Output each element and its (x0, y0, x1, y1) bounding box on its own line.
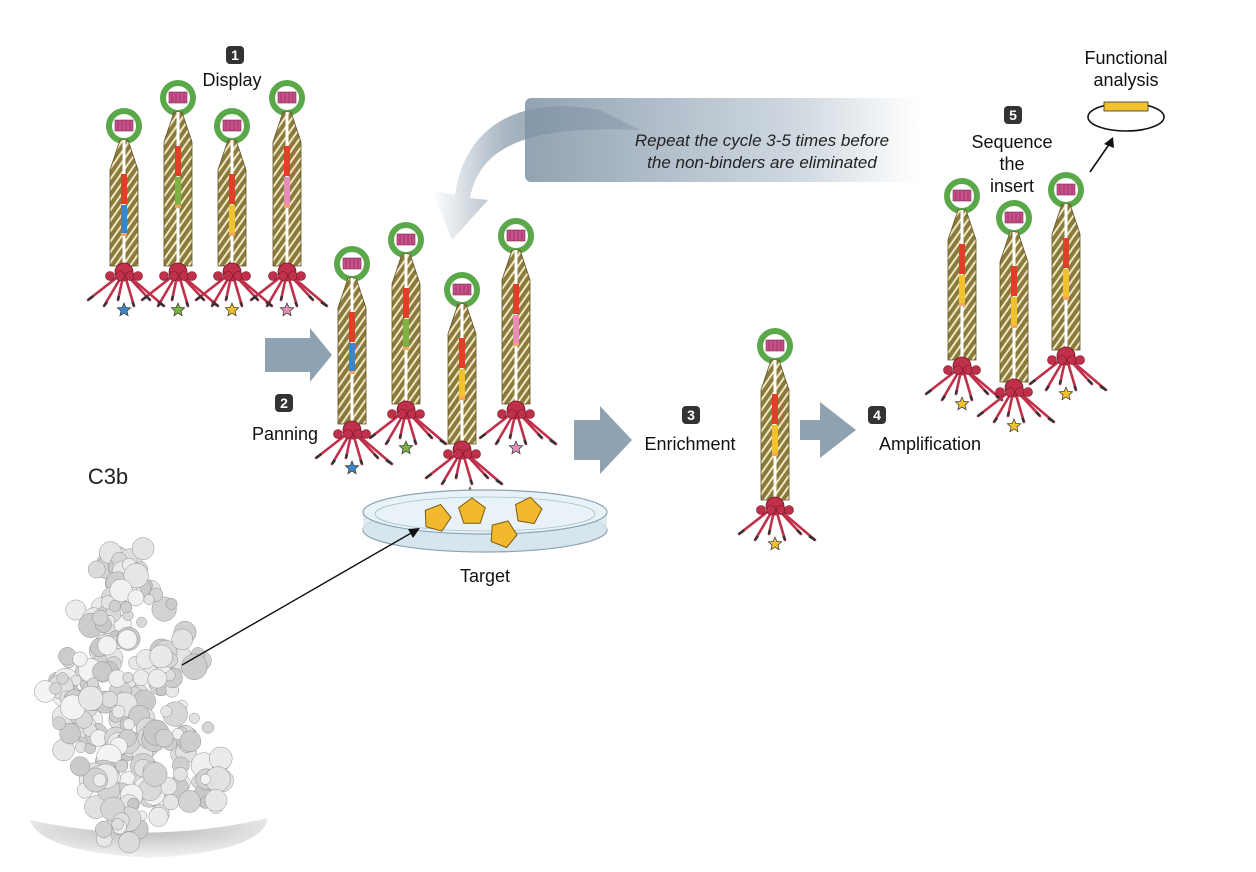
target-label: Target (460, 566, 510, 586)
repeat-cycle-arrow (432, 98, 920, 240)
step-5-label-line3: insert (990, 176, 1034, 196)
target-molecule (515, 496, 543, 525)
phage (1028, 172, 1108, 401)
phage (368, 222, 448, 455)
target-molecule (424, 503, 452, 532)
step-badge (275, 394, 293, 412)
phage (314, 246, 394, 475)
step-1-label: Display (202, 70, 261, 90)
phage-particles (86, 80, 1108, 551)
phage (976, 200, 1056, 433)
phage (249, 80, 329, 317)
arrow-to-functional (1089, 137, 1114, 173)
target-molecule (490, 520, 518, 549)
target-molecule (458, 497, 486, 524)
step-3-label: Enrichment (644, 434, 735, 454)
step-4-label: Amplification (879, 434, 981, 454)
arrow-enrichment-to-amplification (800, 402, 856, 458)
arrow-c3b-to-target (181, 528, 420, 666)
phage (924, 178, 1004, 411)
step-badge (1004, 106, 1022, 124)
step-badge (682, 406, 700, 424)
phage (424, 272, 504, 486)
protein-label: C3b (88, 464, 128, 489)
arrow-panning-to-enrichment (574, 406, 632, 474)
phage (478, 218, 558, 455)
step-2-number: 2 (280, 395, 288, 411)
step-5-label-line2: the (999, 154, 1024, 174)
step-4-number: 4 (873, 407, 881, 423)
step-5: 5 Sequence the insert (971, 106, 1053, 196)
step-badge (868, 406, 886, 424)
step-5-label-line1: Sequence (971, 132, 1052, 152)
repeat-note-line2: the non-binders are eliminated (647, 153, 877, 172)
functional-line2: analysis (1093, 70, 1158, 90)
step-4: 4 Amplification (868, 406, 981, 454)
step-3-number: 3 (687, 407, 695, 423)
flow-arrows (265, 328, 856, 474)
step-2-label: Panning (252, 424, 318, 444)
petri-dish (362, 489, 608, 553)
functional-analysis-vesicle (1087, 101, 1165, 132)
phage (737, 328, 817, 551)
step-badge (226, 46, 244, 64)
repeat-note-line1: Repeat the cycle 3-5 times before (635, 131, 889, 150)
step-1: 1 Display (202, 46, 262, 90)
phage (194, 108, 274, 317)
step-2: 2 Panning (252, 394, 318, 444)
target-molecules (424, 496, 543, 549)
c3b-protein-surface (30, 537, 268, 858)
step-5-number: 5 (1009, 107, 1017, 123)
phage (86, 108, 166, 317)
step-1-number: 1 (231, 47, 239, 63)
functional-line1: Functional (1084, 48, 1167, 68)
phage (140, 80, 220, 317)
arrow-display-to-panning (265, 328, 332, 382)
insert-gene-bar (1103, 101, 1149, 112)
step-3: 3 Enrichment (644, 406, 736, 454)
